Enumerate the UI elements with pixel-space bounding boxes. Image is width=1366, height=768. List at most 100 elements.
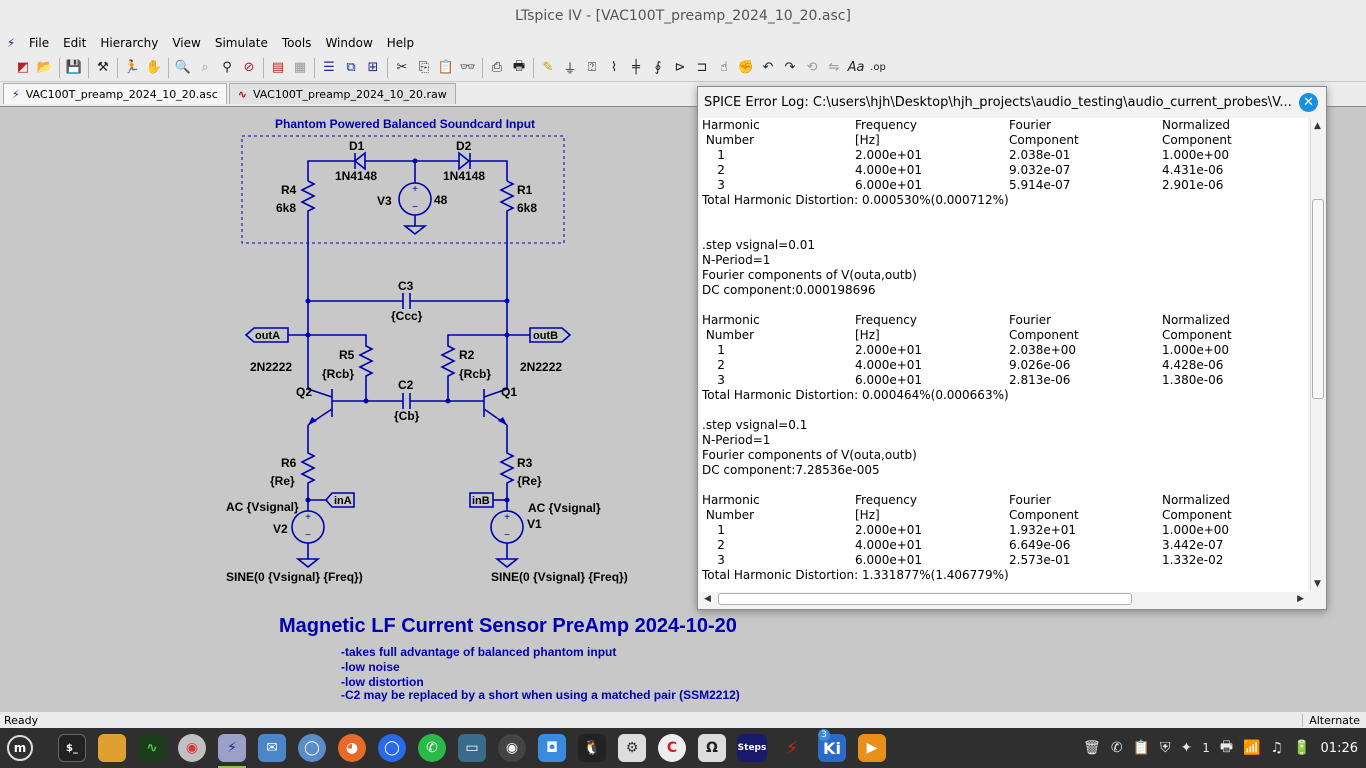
- cascade-icon[interactable]: ⧉: [346, 60, 356, 75]
- display-icon[interactable]: ▭: [452, 728, 492, 768]
- paste-icon[interactable]: 📋: [437, 60, 455, 75]
- clock[interactable]: 01:26: [1320, 740, 1358, 756]
- q1-model[interactable]: 2N2222: [520, 360, 562, 374]
- print-setup-icon[interactable]: ⎙: [491, 60, 503, 75]
- mint-menu-icon[interactable]: m: [0, 728, 40, 768]
- firefox-icon[interactable]: ◕: [332, 728, 372, 768]
- scanner-icon[interactable]: C: [652, 728, 692, 768]
- r5-value[interactable]: {Rcb}: [322, 367, 354, 381]
- ltspice-alt-icon[interactable]: ⚡: [785, 737, 799, 759]
- autorange-icon[interactable]: ▤: [271, 60, 285, 75]
- pan-icon[interactable]: ⌕: [201, 60, 209, 75]
- box-title[interactable]: Phantom Powered Balanced Soundcard Input: [275, 117, 535, 131]
- r3-name[interactable]: R3: [517, 456, 533, 470]
- horizontal-scrollbar[interactable]: ◀ ▶: [700, 592, 1308, 607]
- main-title[interactable]: Magnetic LF Current Sensor PreAmp 2024-1…: [279, 615, 737, 637]
- capacitor-icon[interactable]: ╪: [632, 60, 640, 75]
- r4-name[interactable]: R4: [281, 183, 297, 197]
- c3-name[interactable]: C3: [398, 279, 414, 293]
- diode-icon[interactable]: ⊳: [674, 60, 686, 75]
- cut-icon[interactable]: ✂: [396, 60, 408, 75]
- r2-value[interactable]: {Rcb}: [459, 367, 491, 381]
- settings-icon[interactable]: ⚙: [612, 728, 652, 768]
- scroll-up-icon[interactable]: ▲: [1314, 121, 1321, 131]
- rotate-icon[interactable]: ⟲: [806, 60, 818, 75]
- ltspice-icon[interactable]: ⚡: [212, 728, 252, 768]
- spice-error-log-window[interactable]: SPICE Error Log: C:\users\hjh\Desktop\hj…: [697, 86, 1327, 610]
- clipboard-icon[interactable]: 📋: [1132, 740, 1150, 756]
- vertical-scrollbar[interactable]: ▲ ▼: [1310, 119, 1324, 591]
- printer-icon[interactable]: 🖶: [1219, 739, 1234, 755]
- ltspice-app-icon[interactable]: ⚡: [6, 36, 16, 50]
- open-icon[interactable]: 📂: [36, 60, 54, 75]
- shield-icon[interactable]: ⛨: [1160, 740, 1171, 756]
- v3-value[interactable]: 48: [434, 193, 448, 207]
- scrollbar-thumb[interactable]: [718, 593, 1132, 605]
- net-outB[interactable]: outB: [533, 330, 558, 342]
- r6-value[interactable]: {Re}: [270, 474, 295, 488]
- zoom-out-icon[interactable]: ⚲: [222, 60, 232, 75]
- q1-name[interactable]: Q1: [501, 385, 517, 399]
- c3-value[interactable]: {Ccc}: [391, 309, 423, 323]
- text-icon[interactable]: Aa: [847, 60, 865, 75]
- spice-directive-icon[interactable]: .op: [870, 62, 886, 73]
- r3-value[interactable]: {Re}: [517, 474, 542, 488]
- q2-model[interactable]: 2N2222: [250, 360, 292, 374]
- v1-sine[interactable]: SINE(0 {Vsignal} {Freq}): [491, 570, 628, 584]
- component-icon[interactable]: ⊐: [696, 60, 708, 75]
- scroll-right-icon[interactable]: ▶: [1297, 594, 1304, 604]
- menu-help[interactable]: Help: [386, 36, 415, 50]
- mirror-icon[interactable]: ⇋: [828, 60, 840, 75]
- ohm-icon[interactable]: Ω: [692, 728, 732, 768]
- v2-name[interactable]: V2: [273, 522, 288, 536]
- vpn-icon[interactable]: 🐧: [572, 728, 612, 768]
- net-inA[interactable]: inA: [334, 495, 352, 507]
- undo-icon[interactable]: ↶: [762, 60, 774, 75]
- steps-app-icon[interactable]: Steps: [732, 728, 772, 768]
- menu-file[interactable]: File: [29, 36, 50, 50]
- d1-model[interactable]: 1N4148: [335, 169, 377, 183]
- wifi-icon[interactable]: 📶: [1243, 740, 1261, 756]
- drag-icon[interactable]: ✊: [737, 60, 755, 75]
- whatsapp-tray-icon[interactable]: ✆: [1110, 740, 1123, 756]
- q2-name[interactable]: Q2: [296, 385, 312, 399]
- note-line[interactable]: -low distortion: [341, 675, 424, 689]
- r1-value[interactable]: 6k8: [517, 201, 537, 215]
- v1-ac[interactable]: AC {Vsignal}: [528, 501, 601, 515]
- r6-name[interactable]: R6: [281, 456, 297, 470]
- v1-name[interactable]: V1: [527, 517, 542, 531]
- files-icon[interactable]: [92, 728, 132, 768]
- note-line[interactable]: -takes full advantage of balanced phanto…: [341, 645, 616, 659]
- v2-sine[interactable]: SINE(0 {Vsignal} {Freq}): [226, 570, 363, 584]
- battery-icon[interactable]: 🔋: [1293, 740, 1311, 756]
- move-icon[interactable]: ☝: [720, 60, 728, 75]
- zoom-cancel-icon[interactable]: ⊘: [243, 60, 255, 75]
- v3-name[interactable]: V3: [377, 194, 392, 208]
- d2-name[interactable]: D2: [456, 139, 472, 153]
- r4-value[interactable]: 6k8: [276, 201, 296, 215]
- label-net-icon[interactable]: ⍰: [588, 60, 596, 75]
- ground-icon[interactable]: ⏚: [563, 62, 577, 77]
- trash-icon[interactable]: 🗑: [1083, 740, 1101, 756]
- c2-value[interactable]: {Cb}: [394, 409, 420, 423]
- d1-name[interactable]: D1: [349, 139, 365, 153]
- menu-view[interactable]: View: [172, 36, 201, 50]
- find-icon[interactable]: 👓: [459, 60, 477, 75]
- menu-simulate[interactable]: Simulate: [214, 36, 268, 50]
- menu-tools[interactable]: Tools: [281, 36, 312, 50]
- mail-icon[interactable]: ✉: [252, 728, 292, 768]
- terminal-icon[interactable]: $_: [52, 728, 92, 768]
- net-outA[interactable]: outA: [255, 330, 280, 342]
- close-icon[interactable]: ✕: [1299, 93, 1318, 112]
- r5-name[interactable]: R5: [339, 348, 355, 362]
- tab-schematic[interactable]: ⚡ VAC100T_preamp_2024_10_20.asc: [3, 83, 227, 104]
- resistor-icon[interactable]: ⌇: [610, 60, 618, 75]
- chat-icon[interactable]: ◯: [372, 728, 412, 768]
- redo-icon[interactable]: ↷: [784, 60, 796, 75]
- note-line[interactable]: -low noise: [341, 660, 400, 674]
- new-schematic-icon[interactable]: ◩: [16, 60, 30, 75]
- d2-model[interactable]: 1N4148: [443, 169, 485, 183]
- r2-name[interactable]: R2: [459, 348, 475, 362]
